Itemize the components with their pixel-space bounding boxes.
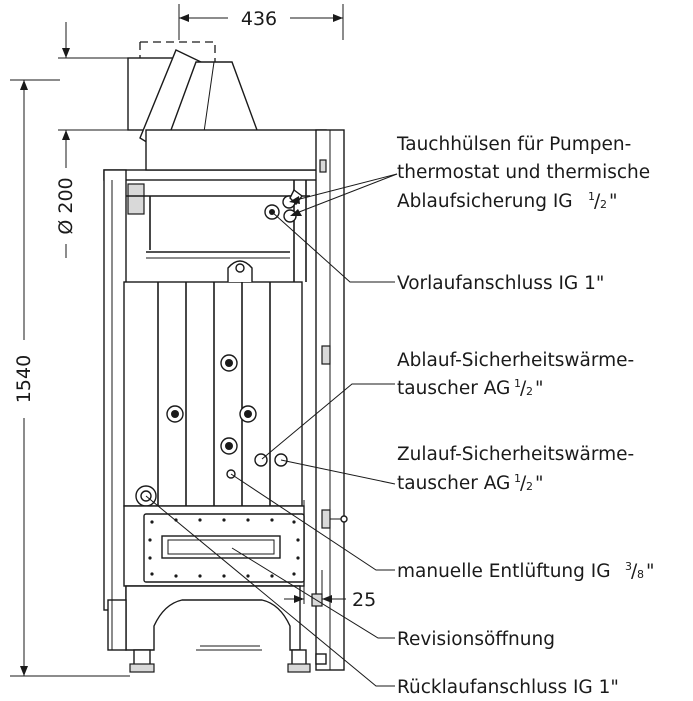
dimension-width-top: 436	[178, 4, 344, 40]
stove-housing	[103, 129, 348, 671]
dimension-diameter: Ø 200	[55, 22, 130, 258]
callout-zulauf-line1: Zulauf-Sicherheitswärme-	[397, 444, 634, 465]
lower-section	[107, 505, 327, 673]
exchanger-bolts	[166, 354, 257, 455]
dimension-offset-label: 25	[352, 589, 376, 611]
callout-zulauf-frac-num: 1	[514, 472, 521, 485]
callout-entlueftung-text: manuelle Entlüftung IG	[397, 561, 611, 582]
callout-zulauf: Zulauf-Sicherheitswärme- tauscher AG 1 /…	[397, 444, 634, 494]
callout-tauchhuelsen-suffix: "	[609, 191, 618, 212]
dimension-height: 1540	[10, 79, 130, 677]
callout-ablauf-suffix: "	[535, 378, 544, 399]
callout-ablauf-frac-num: 1	[514, 377, 521, 390]
callout-vorlauf: Vorlaufanschluss IG 1"	[397, 273, 604, 294]
callout-revision: Revisionsöffnung	[397, 629, 555, 650]
dimension-diameter-label: Ø 200	[55, 177, 77, 234]
callout-ablauf-line2: tauscher AG	[397, 378, 510, 399]
svg-text:/: /	[520, 473, 527, 494]
callout-tauchhuelsen-line2: thermostat und thermische	[397, 162, 650, 183]
revision-opening	[161, 535, 281, 559]
dimension-height-label: 1540	[13, 355, 35, 403]
callout-ruecklauf: Rücklaufanschluss IG 1"	[397, 677, 619, 698]
callout-tauchhuelsen-frac-den: 2	[600, 198, 607, 211]
callout-zulauf-frac-den: 2	[526, 480, 533, 493]
callout-entlueftung-suffix: "	[646, 561, 655, 582]
callout-entlueftung-frac-num: 3	[625, 560, 632, 573]
svg-text:/: /	[631, 561, 638, 582]
dimension-width-label: 436	[241, 8, 277, 30]
callout-tauchhuelsen: Tauchhülsen für Pumpen- thermostat und t…	[396, 134, 650, 212]
callout-entlueftung-frac-den: 8	[637, 568, 644, 581]
callout-tauchhuelsen-line1: Tauchhülsen für Pumpen-	[396, 134, 631, 155]
callout-zulauf-suffix: "	[535, 473, 544, 494]
callout-tauchhuelsen-line3: Ablaufsicherung IG	[397, 191, 573, 212]
heat-exchanger-body	[123, 260, 303, 507]
svg-text:/: /	[594, 191, 601, 212]
callout-ablauf-frac-den: 2	[526, 385, 533, 398]
callout-tauchhuelsen-frac-num: 1	[588, 190, 595, 203]
callout-zulauf-line2: tauscher AG	[397, 473, 510, 494]
callout-entlueftung: manuelle Entlüftung IG 3 / 8 "	[397, 560, 655, 582]
svg-text:/: /	[520, 378, 527, 399]
dimension-offset: 25	[284, 500, 376, 611]
callout-ablauf-line1: Ablauf-Sicherheitswärme-	[397, 350, 634, 371]
leader-lines	[145, 173, 398, 687]
callout-ablauf: Ablauf-Sicherheitswärme- tauscher AG 1 /…	[397, 350, 634, 399]
